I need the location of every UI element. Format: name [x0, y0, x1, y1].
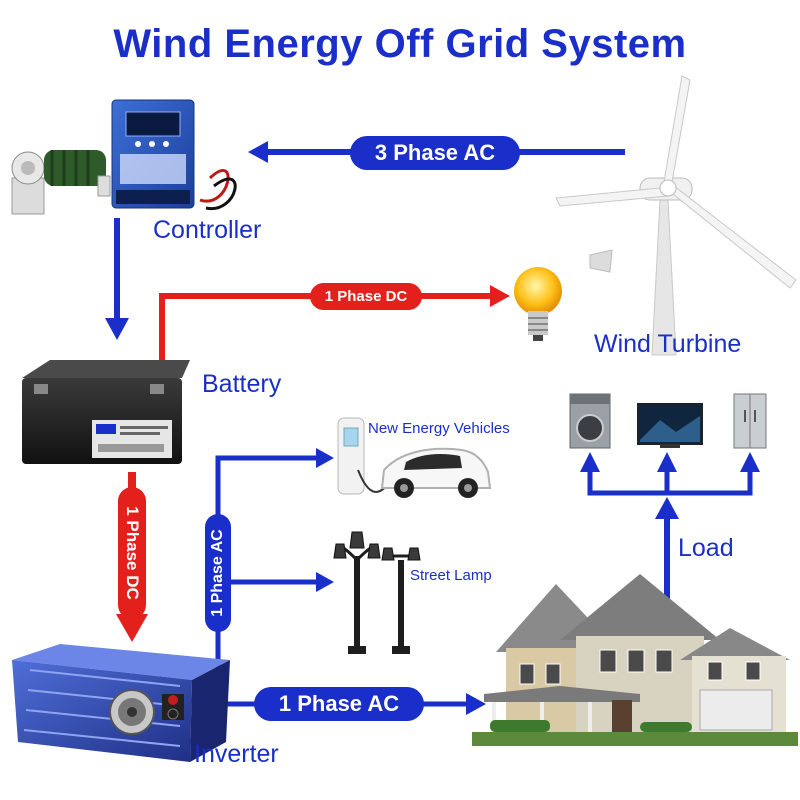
- car-icon: [380, 447, 492, 498]
- resistor-icon: [11, 150, 111, 215]
- light-bulb-icon: [514, 267, 562, 341]
- controller-label: Controller: [153, 216, 262, 244]
- arrowhead: [580, 452, 600, 472]
- flow-label-3-phase-ac: 3 Phase AC: [350, 136, 520, 170]
- arrowhead: [466, 693, 486, 715]
- arrowhead: [657, 452, 677, 472]
- controller-icon: [111, 99, 237, 211]
- tv-icon: [637, 403, 703, 448]
- arrowhead: [105, 318, 129, 340]
- load-label: Load: [678, 534, 734, 562]
- battery-icon: [22, 360, 190, 464]
- street-lamp-label: Street Lamp: [410, 567, 492, 584]
- load-bus-line: [587, 470, 753, 496]
- ev-label: New Energy Vehicles: [368, 420, 510, 437]
- arrowhead: [316, 448, 334, 468]
- flow-label-1-phase-ac-house: 1 Phase AC: [254, 687, 424, 721]
- inverter-label: Inverter: [194, 740, 279, 768]
- flow-label-1-phase-ac-loads: 1 Phase AC: [205, 514, 231, 632]
- arrowhead: [248, 141, 268, 163]
- arrowhead: [655, 497, 679, 519]
- wind-turbine-label: Wind Turbine: [594, 330, 742, 358]
- battery-label: Battery: [202, 370, 282, 398]
- arrowhead: [740, 452, 760, 472]
- house-icon: [472, 574, 798, 746]
- washing-machine-icon: [569, 393, 611, 449]
- arrowhead: [116, 614, 148, 642]
- refrigerator-icon: [733, 393, 767, 449]
- flow-label-1-phase-dc-bulb: 1 Phase DC: [310, 283, 422, 310]
- inverter-icon: [12, 644, 230, 762]
- street-lamp-icon: [333, 531, 421, 654]
- diagram-title: Wind Energy Off Grid System: [113, 22, 687, 66]
- flow-label-1-phase-dc-inverter: 1 Phase DC: [118, 487, 146, 619]
- arrowhead: [490, 285, 510, 307]
- wind-turbine-icon: [555, 75, 797, 356]
- arrowhead: [316, 572, 334, 592]
